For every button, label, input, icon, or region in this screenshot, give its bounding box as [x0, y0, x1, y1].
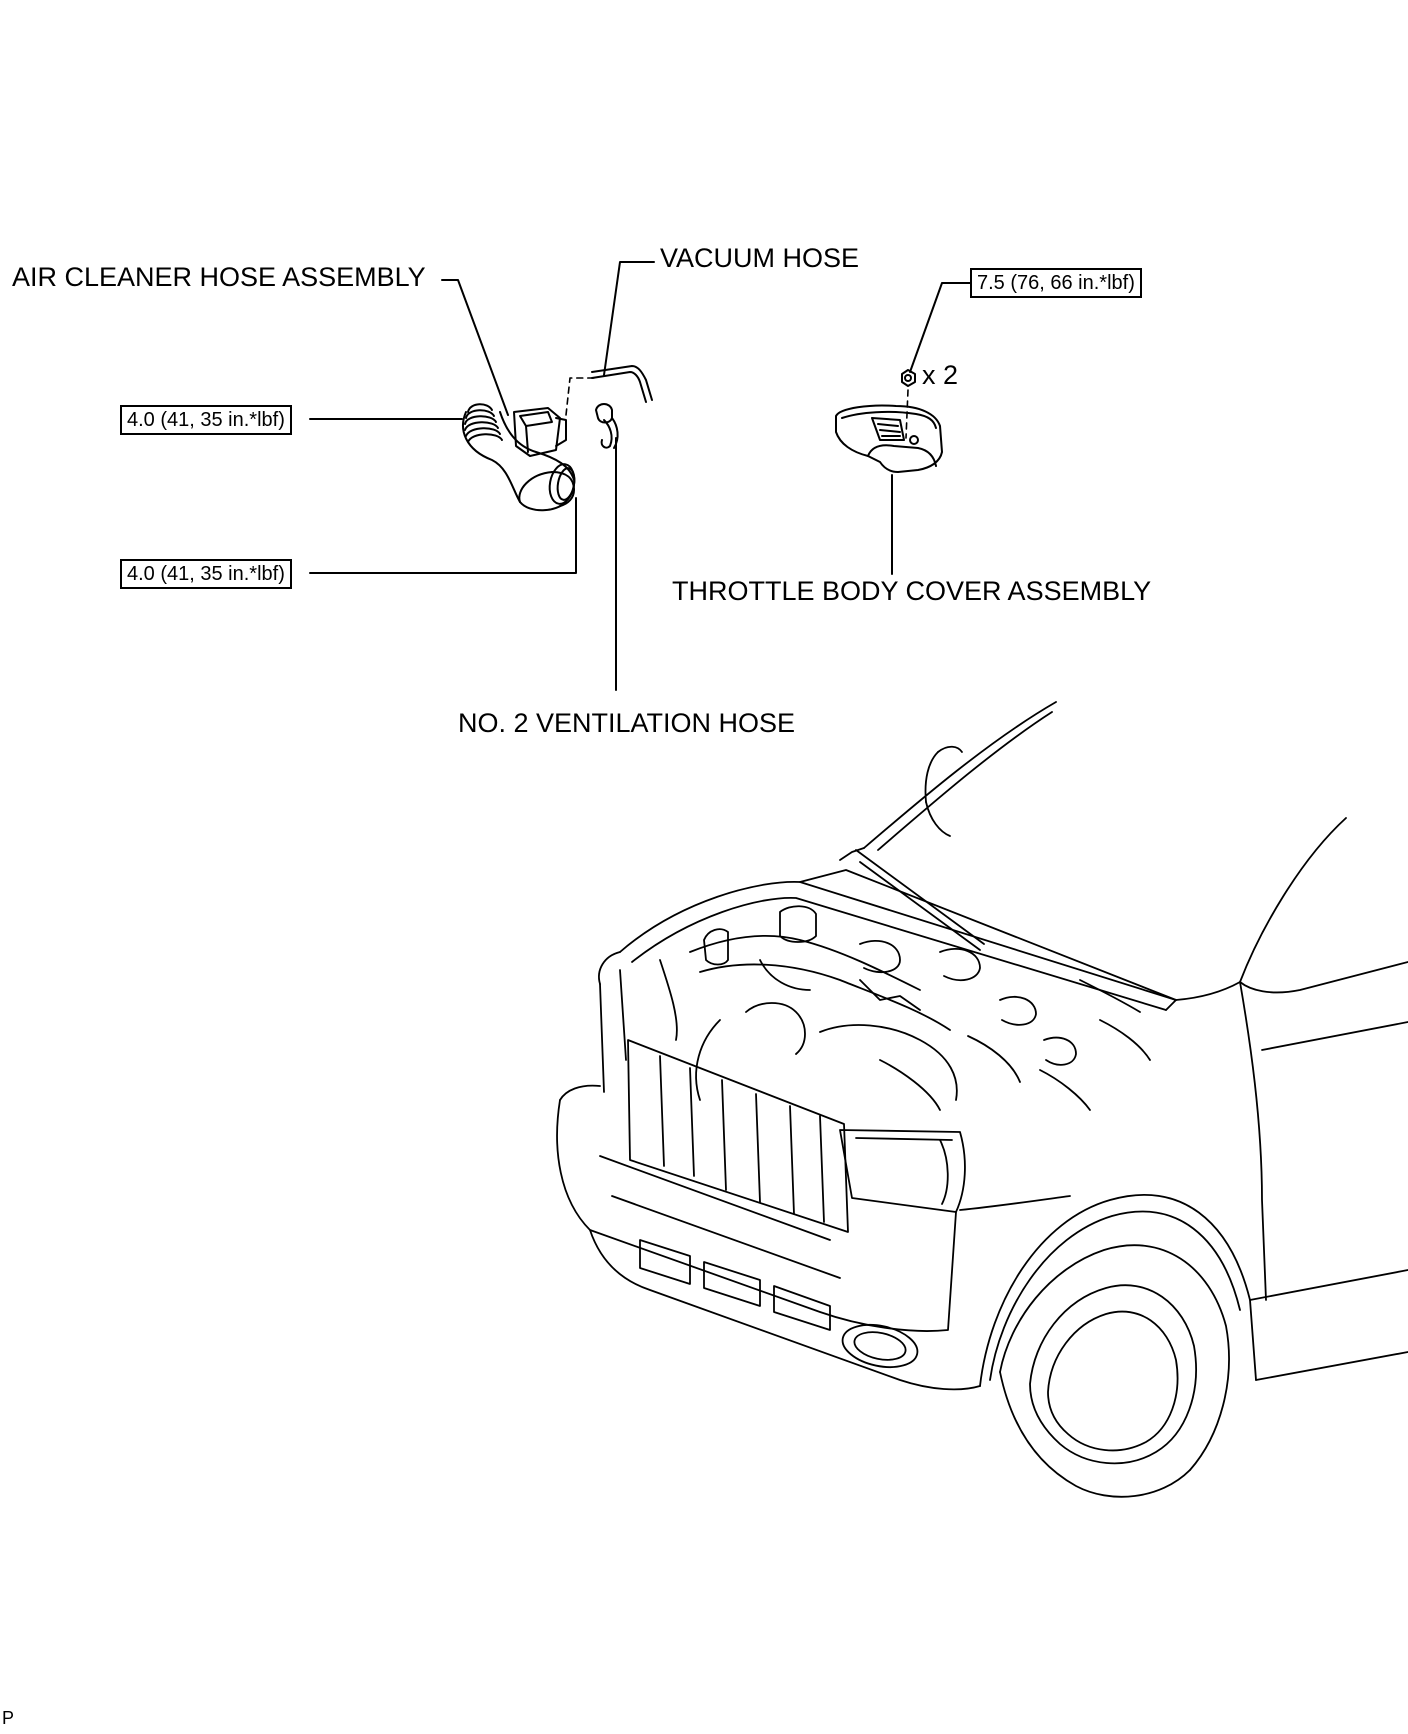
air-cleaner-hose-label: AIR CLEANER HOSE ASSEMBLY: [12, 262, 426, 292]
leader-air-cleaner-hose: [441, 279, 509, 416]
leader-torque-lower: [309, 497, 577, 574]
leader-vacuum-hose: [603, 261, 655, 376]
leader-lines: [309, 261, 973, 691]
ventilation-hose-part: [595, 403, 619, 449]
throttle-body-cover-label: THROTTLE BODY COVER ASSEMBLY: [672, 576, 1152, 606]
torque-spec-air-cleaner-upper: 4.0 (41, 35 in.*lbf): [120, 405, 292, 435]
nut-quantity: x 2: [922, 360, 959, 390]
vacuum-hose-label: VACUUM HOSE: [660, 243, 860, 273]
throttle-body-cover-part: [835, 404, 943, 473]
torque-spec-air-cleaner-lower: 4.0 (41, 35 in.*lbf): [120, 559, 292, 589]
leader-torque-throttle: [909, 282, 973, 373]
torque-spec-throttle-cover: 7.5 (76, 66 in.*lbf): [970, 268, 1142, 298]
footer-mark: P: [2, 1708, 15, 1728]
ventilation-hose-label: NO. 2 VENTILATION HOSE: [458, 708, 796, 738]
dashed-alignment-lines: [565, 377, 909, 439]
vacuum-hose-part: [591, 365, 653, 403]
vehicle-illustration: [556, 701, 1408, 1498]
nut-part: [901, 369, 916, 387]
air-cleaner-hose-assembly: [462, 403, 576, 512]
